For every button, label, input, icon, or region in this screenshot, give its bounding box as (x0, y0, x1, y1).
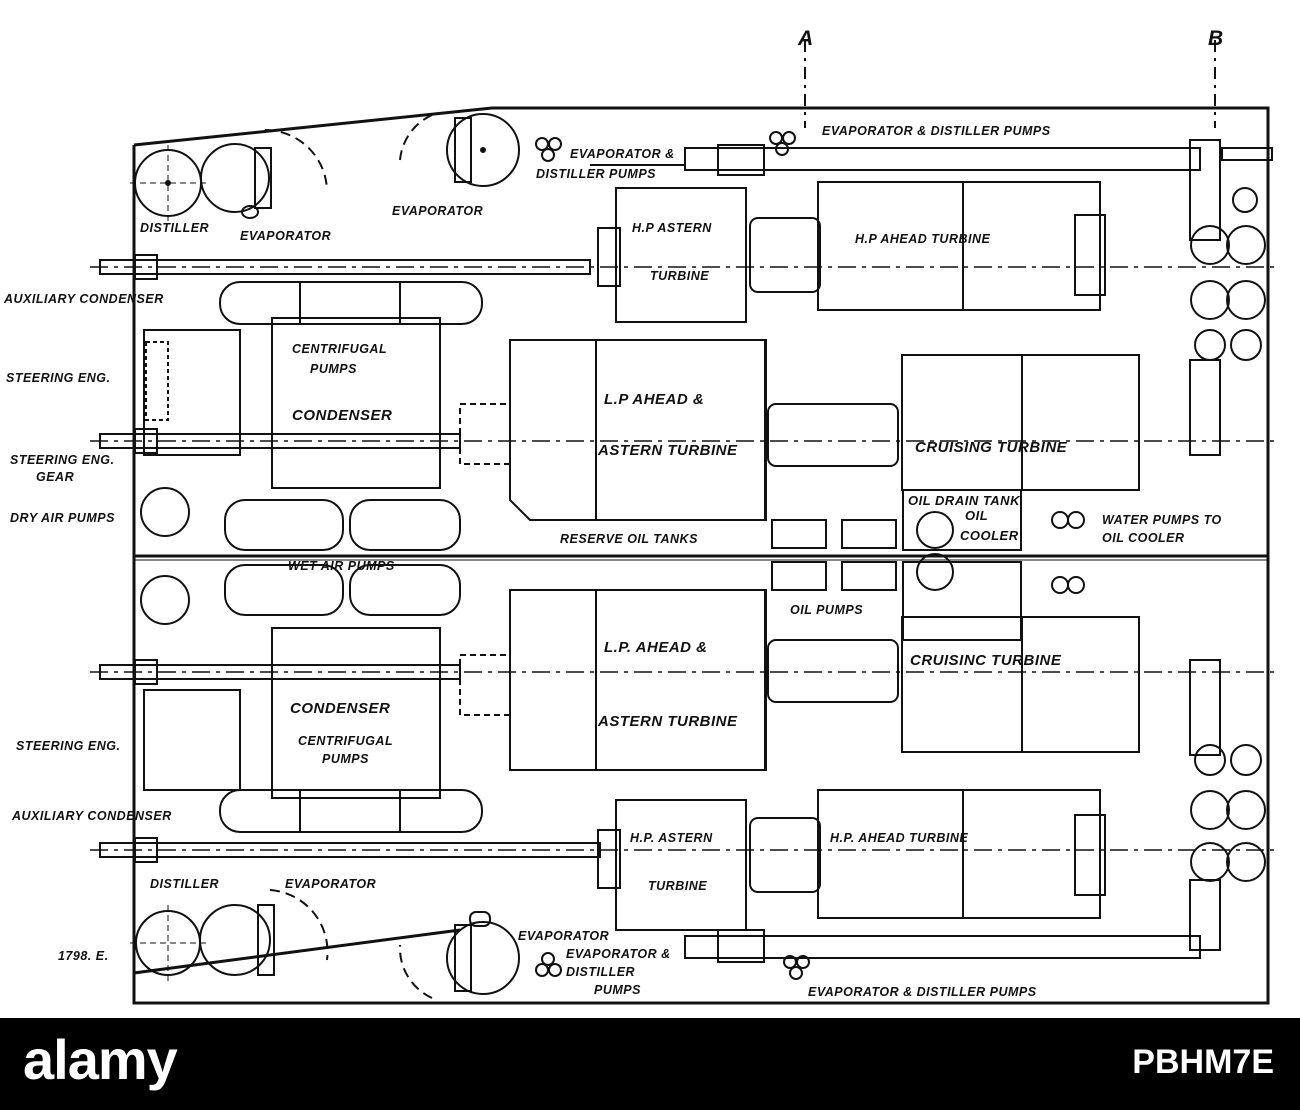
centrifugal-pumps-bottom (219, 789, 483, 833)
hull-outline (132, 106, 1270, 1005)
watermark-bar: alamy PBHM7E (0, 1018, 1300, 1110)
alamy-logo: alamy (23, 1028, 178, 1091)
valve-wheels-top (1189, 187, 1266, 456)
label-evap-small-1: EVAPORATOR & (570, 147, 675, 161)
distiller-bottom (130, 905, 206, 982)
label-lp-bot-1: L.P. AHEAD & (604, 639, 708, 656)
label-centrifugal-top-1: CENTRIFUGAL (292, 342, 387, 356)
label-hp-astern-top-2: TURBINE (650, 269, 709, 283)
cruising-turbine-top (767, 354, 1140, 491)
label-lp-top-1: L.P AHEAD & (604, 391, 704, 408)
lp-turbine-top (459, 339, 767, 521)
label-oil-pumps: OIL PUMPS (790, 603, 863, 617)
label-oil-cooler-1: OIL (965, 508, 988, 523)
label-distiller-top: DISTILLER (140, 221, 209, 235)
distiller-top (130, 145, 206, 222)
engine-room-plan: A B EVAPORATOR & DISTILLER PUMPS EVAPORA… (3, 27, 1280, 1005)
label-reserve-oil-tanks: RESERVE OIL TANKS (560, 532, 698, 546)
label-hp-ahead-bot: H.P. AHEAD TURBINE (830, 831, 968, 845)
hp-ahead-turbine-top (749, 181, 1106, 311)
label-hp-ahead-top: H.P AHEAD TURBINE (855, 232, 991, 246)
hp-astern-turbine-bottom (597, 799, 747, 931)
oil-drain-tank (902, 489, 1022, 641)
label-steering-gear-2: GEAR (36, 470, 74, 484)
label-aux-condenser-bot: AUXILIARY CONDENSER (11, 809, 172, 823)
label-oil-drain-tank: OIL DRAIN TANK (908, 493, 1021, 508)
bottom-pipework (684, 879, 1221, 963)
evaporator-bottom-left (199, 889, 329, 976)
evap-pumps-bottom (535, 952, 810, 980)
label-aux-condenser-top: AUXILIARY CONDENSER (3, 292, 164, 306)
air-pumps-bottom (224, 564, 461, 616)
drawing-number: 1798. E. (58, 949, 109, 963)
evap-pumps-top (535, 131, 796, 162)
aux-condenser-bottom (143, 689, 241, 791)
section-label-b: B (1208, 27, 1224, 50)
label-hp-astern-top-1: H.P ASTERN (632, 221, 712, 235)
cruising-turbine-bottom (767, 616, 1140, 753)
propeller-shafts (90, 266, 1280, 851)
oil-tanks (771, 519, 897, 591)
label-hp-astern-bot-2: TURBINE (648, 879, 707, 893)
dry-air-pumps (140, 487, 190, 625)
label-evap-distill-pumps-top: EVAPORATOR & DISTILLER PUMPS (822, 124, 1051, 138)
label-evap-bot-small-1: EVAPORATOR & (566, 947, 671, 961)
evaporator-bottom-mid (398, 911, 520, 999)
section-label-a: A (797, 27, 814, 50)
label-evaporator-top-2: EVAPORATOR (392, 204, 483, 218)
lp-turbine-bottom (459, 589, 767, 771)
label-evap-distill-pumps-bot: EVAPORATOR & DISTILLER PUMPS (808, 985, 1037, 999)
aux-condenser-top (143, 329, 241, 456)
stock-id: PBHM7E (1132, 1043, 1274, 1081)
label-dry-air-pumps: DRY AIR PUMPS (10, 511, 115, 525)
air-pumps-top (224, 499, 461, 551)
label-water-pumps-1: WATER PUMPS TO (1102, 513, 1222, 527)
hp-astern-turbine-top (597, 187, 747, 323)
label-cruising-bot: CRUISINC TURBINE (910, 652, 1062, 669)
evaporator-top-mid (399, 113, 520, 187)
shaft-tubes (99, 254, 601, 863)
label-condenser-top: CONDENSER (292, 407, 392, 424)
evaporator-top-left (200, 129, 328, 219)
condenser-bottom (271, 627, 441, 799)
label-steering-gear-1: STEERING ENG. (10, 453, 114, 467)
label-evaporator-bot-2: EVAPORATOR (518, 929, 609, 943)
condenser-top (271, 317, 441, 489)
label-evaporator-top-1: EVAPORATOR (240, 229, 331, 243)
label-centrifugal-top-2: PUMPS (310, 362, 357, 376)
label-lp-bot-2: ASTERN TURBINE (597, 713, 738, 730)
label-oil-cooler-2: COOLER (960, 528, 1019, 543)
top-pipework (590, 139, 1273, 241)
label-evaporator-bot-1: EVAPORATOR (285, 877, 376, 891)
label-evap-small-2: DISTILLER PUMPS (536, 167, 656, 181)
label-lp-top-2: ASTERN TURBINE (597, 442, 738, 459)
label-condenser-bot: CONDENSER (290, 700, 390, 717)
label-evap-bot-small-3: PUMPS (594, 983, 641, 997)
label-centrifugal-bot-2: PUMPS (322, 752, 369, 766)
water-pumps (1051, 511, 1085, 594)
label-steering-eng-top: STEERING ENG. (6, 371, 110, 385)
hp-ahead-turbine-bottom (749, 789, 1106, 919)
label-wet-air-pumps: WET AIR PUMPS (288, 559, 395, 573)
valve-wheels-bottom (1189, 659, 1266, 882)
label-steering-eng-bot: STEERING ENG. (16, 739, 120, 753)
label-evap-bot-small-2: DISTILLER (566, 965, 635, 979)
label-distiller-bot: DISTILLER (150, 877, 219, 891)
label-centrifugal-bot-1: CENTRIFUGAL (298, 734, 393, 748)
label-hp-astern-bot-1: H.P. ASTERN (630, 831, 713, 845)
label-cruising-top: CRUISING TURBINE (915, 439, 1068, 456)
label-water-pumps-2: OIL COOLER (1102, 531, 1185, 545)
